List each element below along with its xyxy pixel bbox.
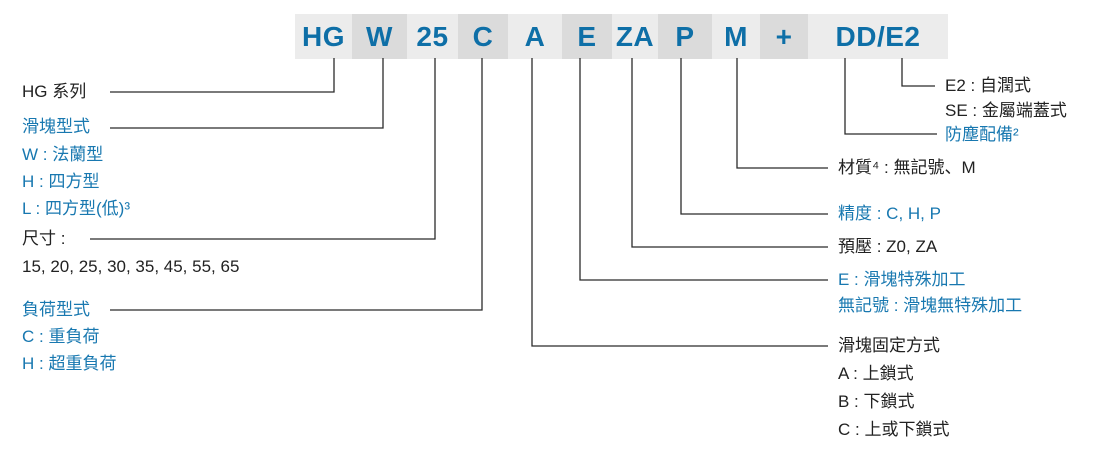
connector-preload: [631, 58, 828, 248]
dust-protection-label: 防塵配備²: [945, 125, 1019, 144]
connector-block-type: [110, 58, 384, 129]
connector-precision: [680, 58, 828, 215]
block-type-title: 滑塊型式: [22, 117, 90, 136]
size-values: 15, 20, 25, 30, 35, 45, 55, 65: [22, 257, 240, 276]
code-segment-block-type: W: [352, 14, 407, 59]
size-title: 尺寸 :: [22, 229, 66, 248]
e2-label: E2 : 自潤式: [945, 76, 1031, 95]
connector-dust: [844, 58, 937, 135]
precision-label: 精度 : C, H, P: [838, 204, 941, 223]
block-type-option-w: W : 法蘭型: [22, 145, 104, 164]
code-segment-precision: P: [658, 14, 712, 59]
mount-option-a: A : 上鎖式: [838, 364, 914, 383]
code-segment-special: E: [562, 14, 612, 59]
code-segment-series: HG: [295, 14, 352, 59]
connector-size: [90, 58, 436, 240]
special-none-label: 無記號 : 滑塊無特殊加工: [838, 296, 1023, 315]
preload-label: 預壓 : Z0, ZA: [838, 237, 938, 256]
connector-series: [110, 58, 335, 93]
special-machining-label: E : 滑塊特殊加工: [838, 270, 966, 289]
load-type-title: 負荷型式: [22, 300, 90, 319]
code-segment-preload: ZA: [612, 14, 658, 59]
block-type-option-l: L : 四方型(低)³: [22, 199, 130, 218]
material-label: 材質⁴ : 無記號、M: [838, 158, 976, 177]
se-label: SE : 金屬端蓋式: [945, 101, 1067, 120]
code-segment-plus: +: [760, 14, 808, 59]
mount-option-b: B : 下鎖式: [838, 392, 915, 411]
block-type-option-h: H : 四方型: [22, 172, 100, 191]
mount-option-c: C : 上或下鎖式: [838, 420, 950, 439]
connector-special: [579, 58, 828, 281]
connector-e2-se: [901, 58, 935, 87]
code-segment-size: 25: [407, 14, 458, 59]
connector-mount: [531, 58, 828, 347]
model-code-band: HG W 25 C A E ZA P M + DD/E2: [295, 14, 948, 59]
load-option-c: C : 重負荷: [22, 327, 100, 346]
code-segment-mount: A: [508, 14, 562, 59]
connector-material: [736, 58, 828, 169]
series-label: HG 系列: [22, 82, 87, 101]
load-option-h: H : 超重負荷: [22, 354, 117, 373]
code-segment-load: C: [458, 14, 508, 59]
code-segment-material: M: [712, 14, 760, 59]
mount-type-title: 滑塊固定方式: [838, 336, 940, 355]
code-segment-dust: DD/E2: [808, 14, 948, 59]
